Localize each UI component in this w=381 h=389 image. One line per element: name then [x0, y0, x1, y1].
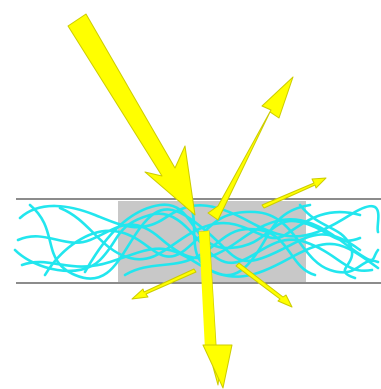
- light-scattering-diagram: [0, 0, 381, 389]
